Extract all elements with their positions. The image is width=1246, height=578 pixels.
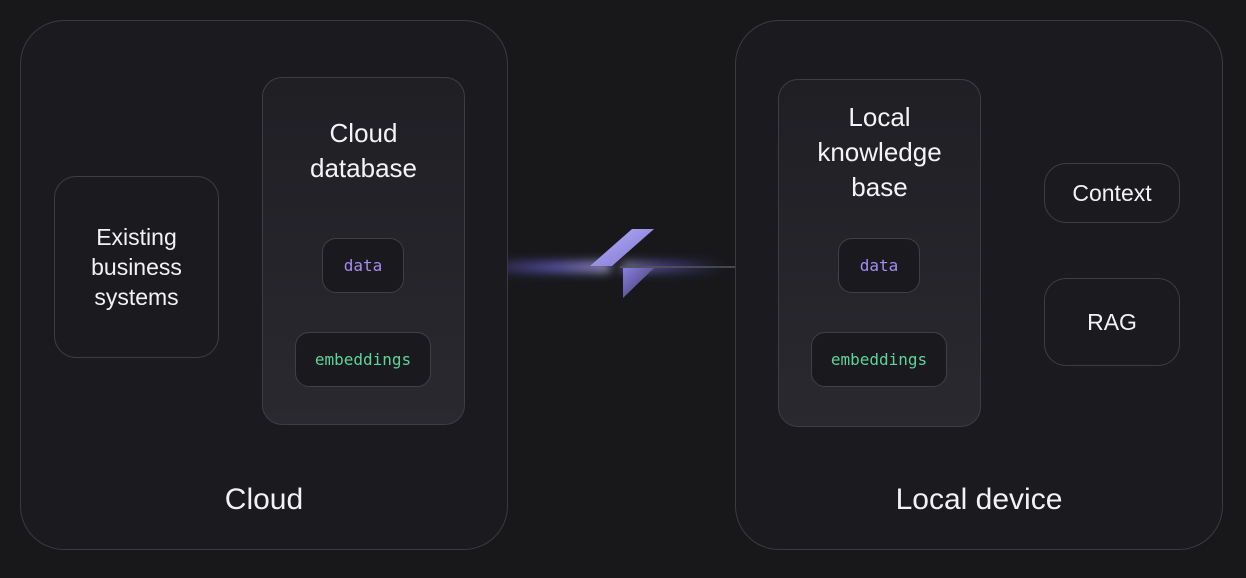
sync-bolt-top-icon [590,229,654,266]
rag-node: RAG [1044,278,1180,366]
cloud-database-title: Cloud database [310,118,417,183]
rag-label: RAG [1087,309,1137,335]
local-data-chip-label: data [859,256,899,275]
local-embeddings-chip: embeddings [811,332,947,387]
local-knowledge-base-title: Local knowledge base [817,102,942,202]
local-embeddings-chip-label: embeddings [830,350,928,369]
context-node: Context [1044,163,1180,223]
sync-bolt-bottom-icon [623,268,654,298]
existing-business-systems-node: Existing business systems [54,176,219,358]
context-label: Context [1072,180,1152,206]
existing-business-systems-label: Existing business systems [91,224,182,310]
cloud-data-chip-label: data [343,256,383,275]
cloud-embeddings-chip-label: embeddings [314,350,412,369]
cloud-data-chip: data [322,238,404,293]
cloud-region-label: Cloud [224,483,304,516]
cloud-embeddings-chip: embeddings [295,332,431,387]
local-device-region-label: Local device [895,483,1063,516]
local-data-chip: data [838,238,920,293]
